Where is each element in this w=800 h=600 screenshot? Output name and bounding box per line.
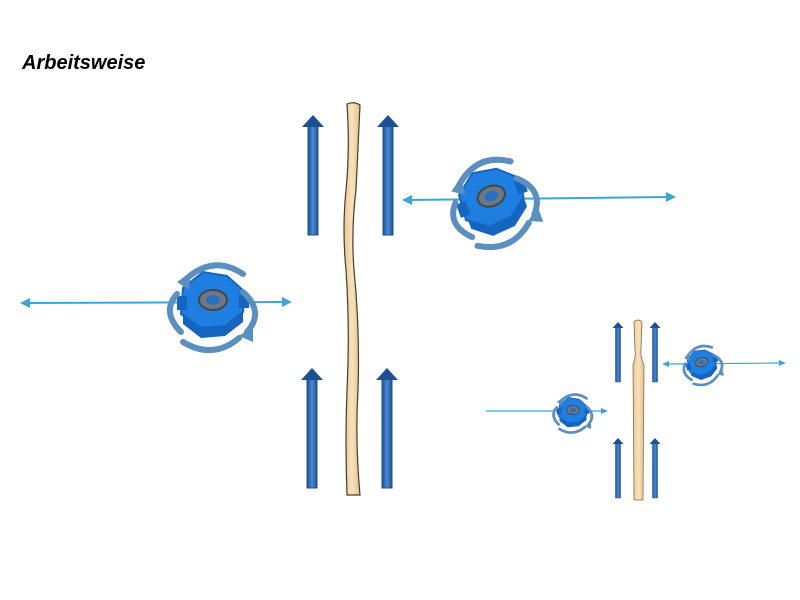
feed-arrow-icon bbox=[376, 114, 400, 236]
traverse-line-icon bbox=[665, 362, 783, 365]
wood-strip-large bbox=[343, 102, 361, 496]
page-title: Arbeitsweise bbox=[22, 52, 146, 74]
feed-arrow-icon bbox=[301, 114, 325, 236]
wood-strip-small bbox=[632, 319, 645, 501]
feed-arrow-icon bbox=[300, 367, 324, 489]
feed-arrow-icon bbox=[649, 321, 661, 383]
feed-arrow-icon bbox=[375, 367, 399, 489]
feed-arrow-icon bbox=[649, 437, 661, 499]
feed-arrow-icon bbox=[612, 437, 624, 499]
feed-arrow-icon bbox=[612, 321, 624, 383]
